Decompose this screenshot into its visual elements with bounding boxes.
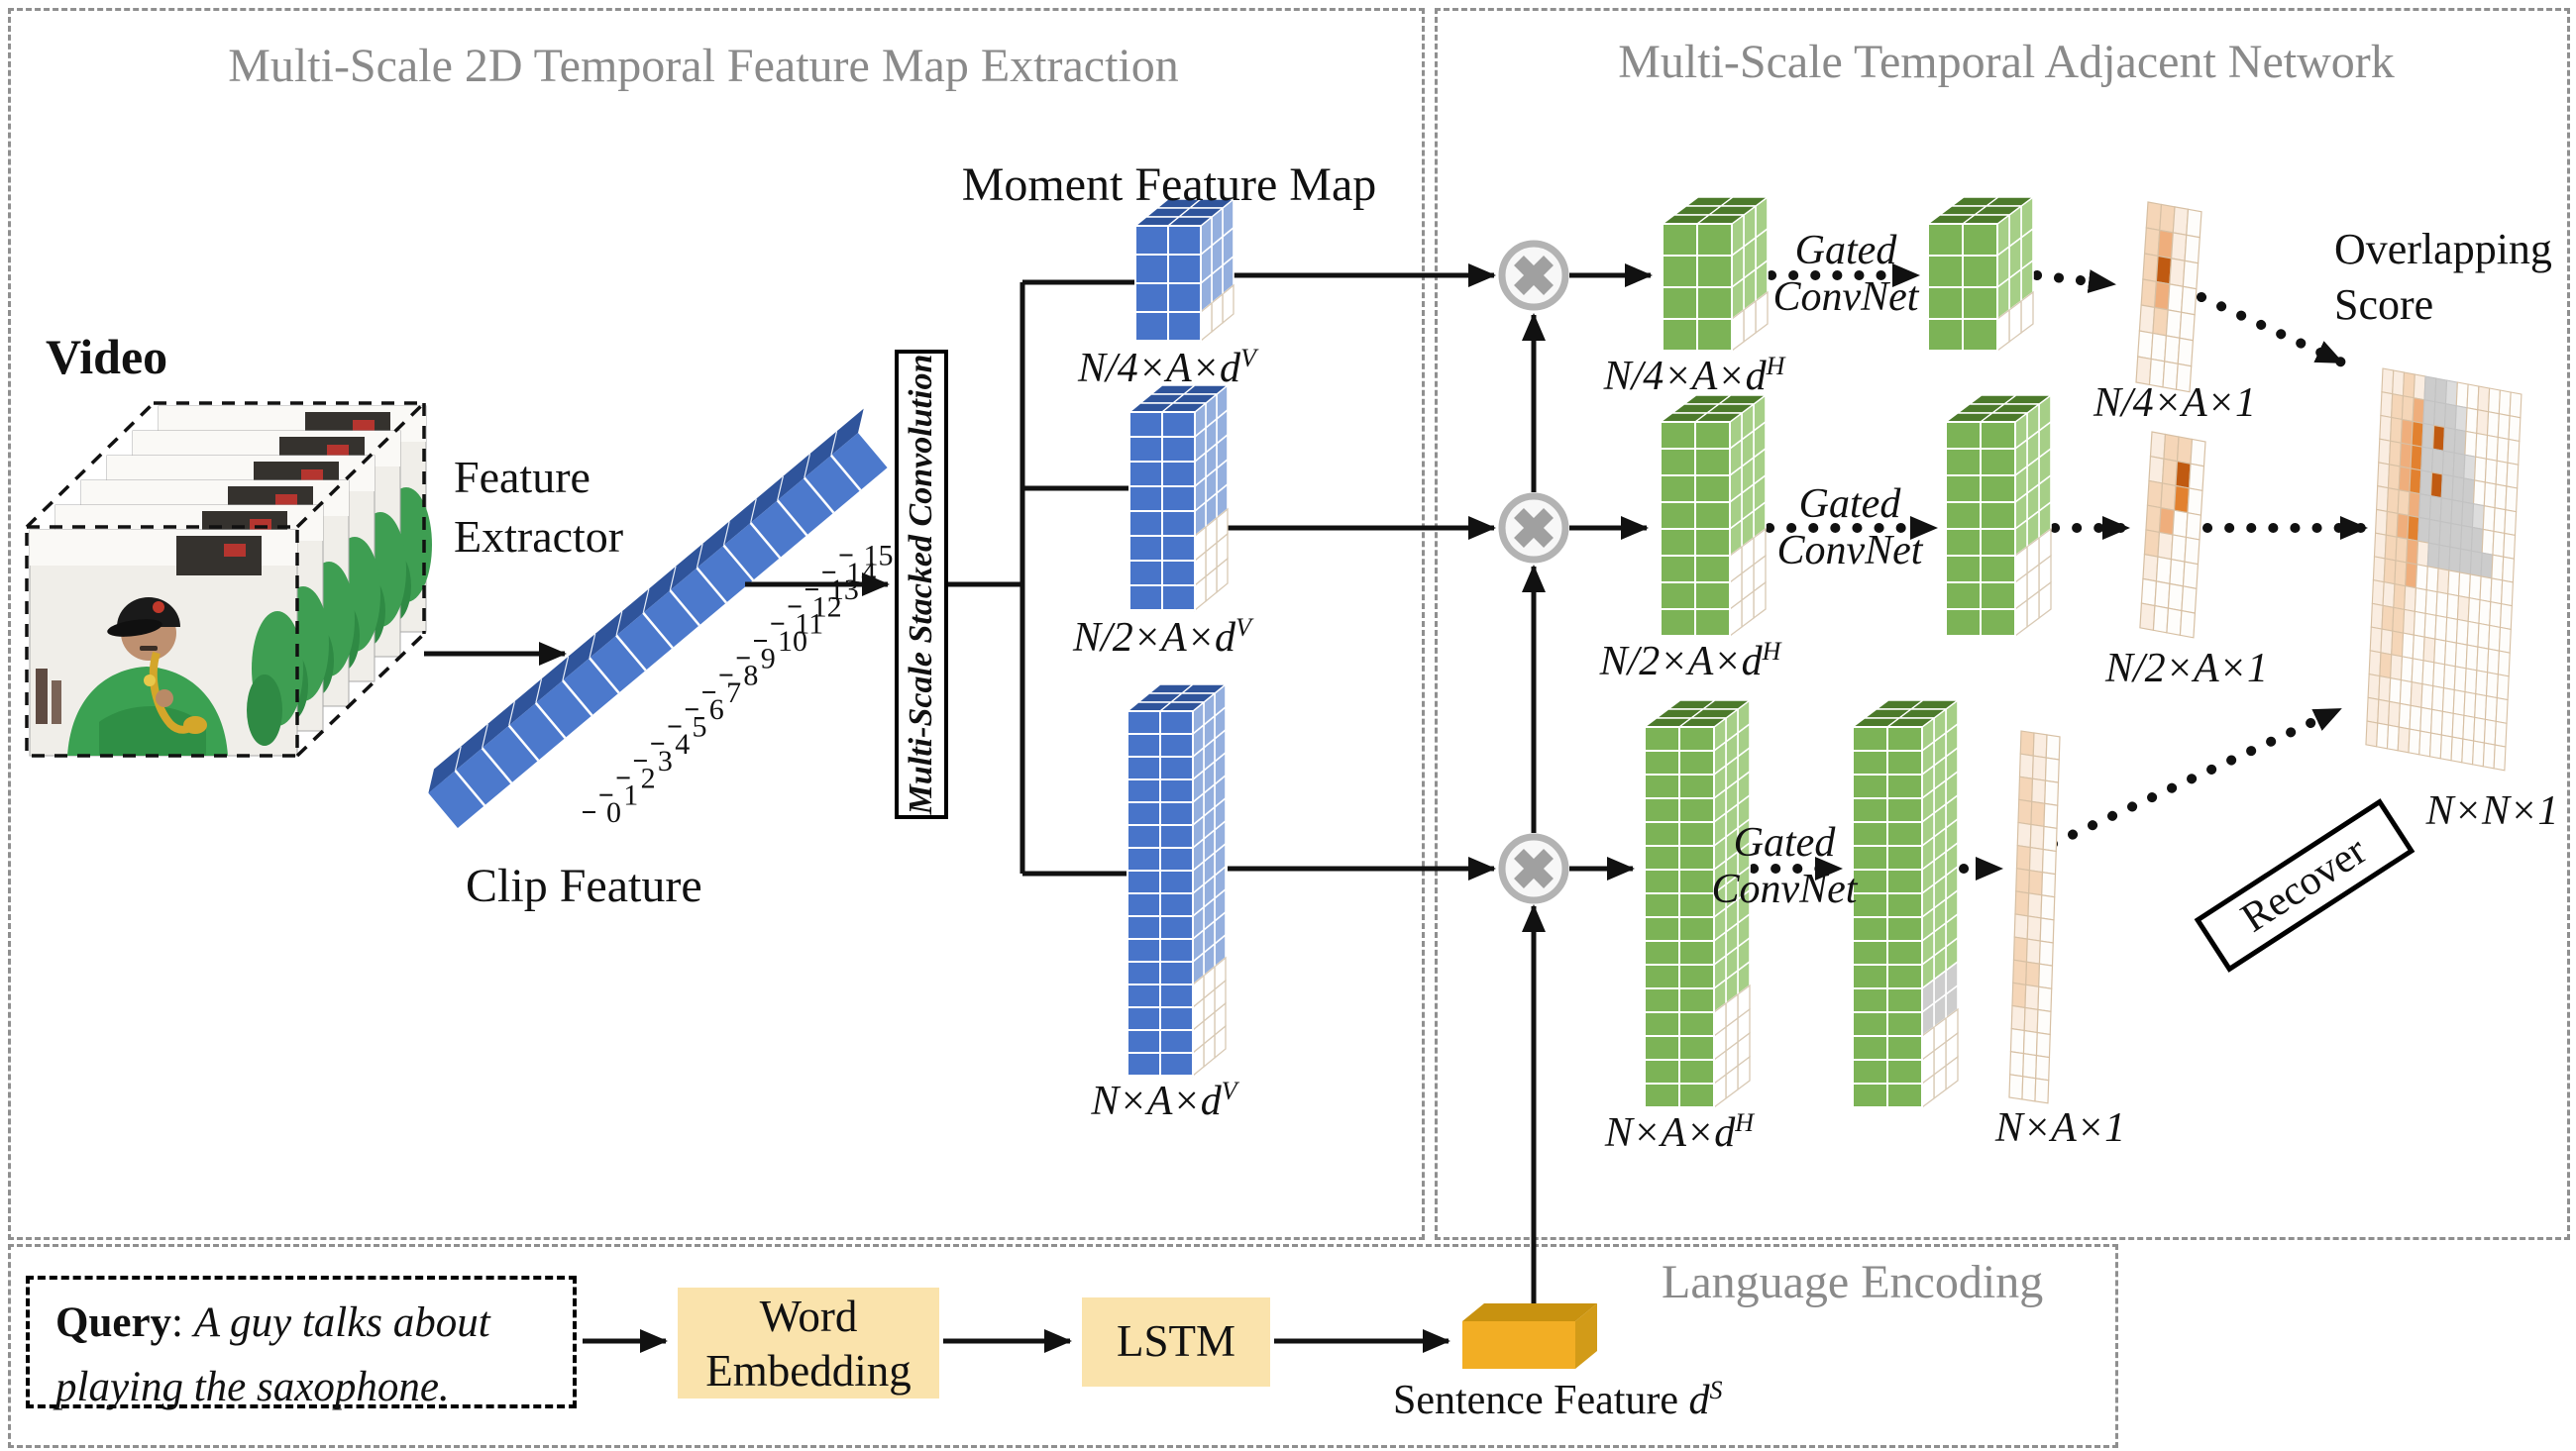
connector-lines bbox=[948, 279, 1136, 877]
clip-feature-bar bbox=[428, 408, 888, 828]
clip-feature-label: Clip Feature bbox=[466, 860, 702, 912]
dim-label-n-a-1: N×A×1 bbox=[1994, 1105, 2126, 1151]
dim-label-n2-a-dh: N/2×A×dH bbox=[1599, 637, 1781, 684]
panel-temporal-adjacent-network bbox=[1435, 8, 2570, 1240]
clip-index: 1 bbox=[623, 779, 638, 812]
dim-label-n-n-1: N×N×1 bbox=[2425, 788, 2559, 834]
clip-index: 10 bbox=[778, 625, 807, 658]
clip-index: 13 bbox=[829, 573, 859, 606]
hidden-n4-block-a bbox=[1660, 195, 1771, 353]
score-map-n4 bbox=[2135, 201, 2202, 393]
clip-index: 11 bbox=[795, 608, 823, 641]
dotted-arrows bbox=[1749, 263, 2371, 881]
clip-index: 5 bbox=[693, 711, 707, 744]
flow-arrows bbox=[424, 263, 1653, 1353]
score-map-n bbox=[2008, 730, 2061, 1104]
clip-index: 2 bbox=[641, 762, 656, 794]
feature-extractor-label: Feature Extractor bbox=[454, 448, 623, 567]
lstm-box: LSTM bbox=[1082, 1297, 1270, 1387]
moment-map-n2-block bbox=[1127, 383, 1230, 612]
sentence-feature-label: Sentence Feature dS bbox=[1393, 1376, 1723, 1423]
multi-scale-stacked-convolution-label: Multi-Scale Stacked Convolution bbox=[903, 354, 939, 815]
multiply-node-row1 bbox=[1498, 240, 1569, 311]
clip-index: 7 bbox=[726, 676, 741, 709]
query-box: Query: A guy talks about playing the sax… bbox=[26, 1276, 577, 1410]
sentence-feature-box bbox=[1462, 1303, 1597, 1369]
hidden-n4-block-b bbox=[1925, 195, 2036, 353]
language-panel-title: Language Encoding bbox=[1662, 1256, 2044, 1308]
right-panel-title: Multi-Scale Temporal Adjacent Network bbox=[1618, 36, 2395, 88]
multiply-node-row3 bbox=[1498, 833, 1569, 904]
clip-index: 9 bbox=[761, 642, 776, 674]
score-map-n2 bbox=[2139, 431, 2206, 639]
feature-extractor-line1: Feature bbox=[454, 452, 590, 502]
dim-label-n-a-dv: N×A×dV bbox=[1091, 1077, 1237, 1124]
dim-label-n4-a-dh: N/4×A×dH bbox=[1603, 352, 1785, 399]
clip-index: 4 bbox=[675, 728, 690, 761]
dim-label-n4-a-1: N/4×A×1 bbox=[2093, 380, 2257, 426]
moment-feature-map-title: Moment Feature Map bbox=[961, 158, 1377, 211]
video-dashed-box bbox=[25, 401, 426, 758]
multi-scale-stacked-convolution-box bbox=[895, 350, 948, 819]
query-label: Query bbox=[55, 1299, 172, 1346]
panel-language-encoding bbox=[8, 1244, 2118, 1448]
hidden-n-block-b bbox=[1850, 698, 1961, 1109]
moment-map-n4-block bbox=[1133, 197, 1235, 343]
hidden-n2-block-a bbox=[1658, 393, 1769, 638]
clip-index: 12 bbox=[812, 590, 842, 623]
overlapping-score-map bbox=[2365, 367, 2522, 772]
dim-label-n2-a-dv: N/2×A×dV bbox=[1073, 613, 1251, 661]
dim-label-n2-a-1: N/2×A×1 bbox=[2104, 646, 2269, 691]
moment-map-n-block bbox=[1126, 682, 1228, 1078]
clip-index: 8 bbox=[743, 660, 758, 692]
multiply-node-row2 bbox=[1498, 492, 1569, 564]
hidden-n2-block-b bbox=[1943, 393, 2054, 638]
clip-index: 15 bbox=[864, 540, 894, 572]
video-label: Video bbox=[46, 329, 168, 384]
dim-label-n-a-dh: N×A×dH bbox=[1604, 1108, 1755, 1156]
clip-index: 0 bbox=[606, 796, 621, 829]
hidden-n-block-a bbox=[1642, 698, 1753, 1109]
dim-label-n4-a-dv: N/4×A×dV bbox=[1078, 344, 1256, 391]
left-panel-title: Multi-Scale 2D Temporal Feature Map Extr… bbox=[228, 40, 1179, 92]
feature-extractor-line2: Extractor bbox=[454, 510, 624, 562]
clip-index: 6 bbox=[709, 693, 724, 726]
video-frames-stack bbox=[30, 406, 432, 756]
clip-index: 3 bbox=[658, 745, 673, 777]
panel-feature-map-extraction bbox=[8, 8, 1425, 1240]
